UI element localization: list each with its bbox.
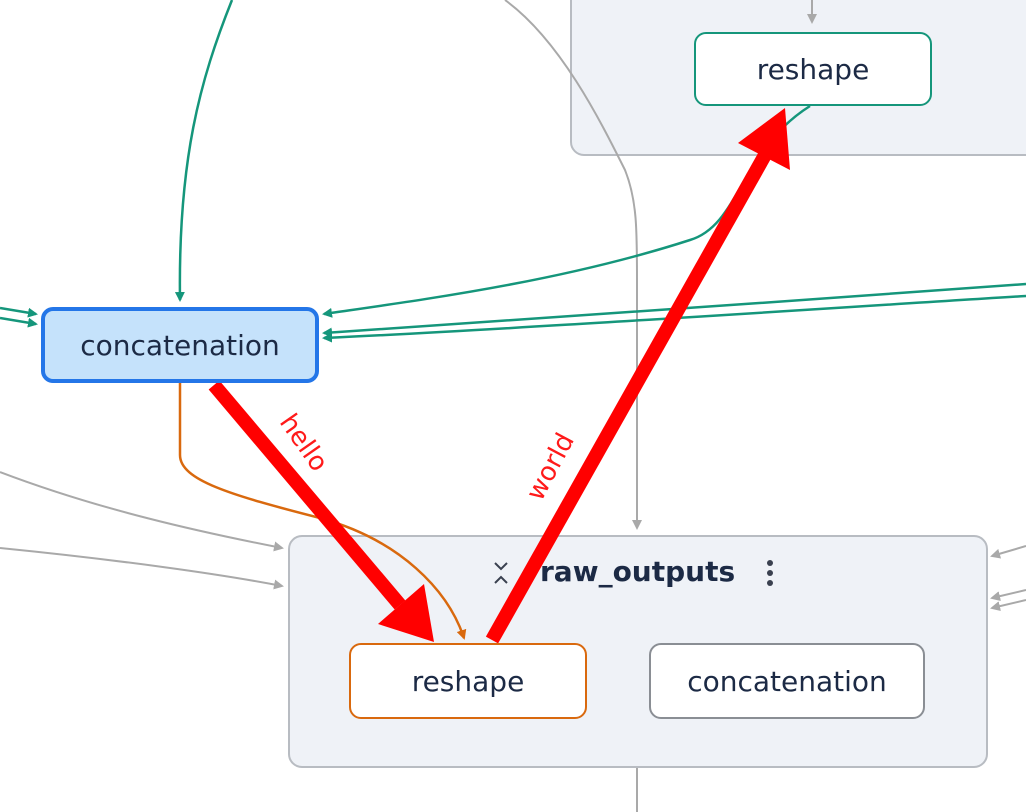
red-arrowhead-world [738,108,790,170]
edge-gray [990,589,1026,602]
node-concatenation-inner[interactable]: concatenation [649,643,925,719]
node-concatenation-selected[interactable]: concatenation [41,307,319,383]
red-arrow-world [485,151,772,644]
edge-gray [0,471,284,552]
unfold-less-icon[interactable] [490,558,512,588]
node-reshape-top[interactable]: reshape [694,32,932,106]
edge-green [174,0,234,302]
red-arrow-hello [208,380,406,610]
group-title: raw_outputs [540,555,736,588]
edge-gray [990,545,1026,559]
edge-gray [990,599,1026,612]
edge-gray [0,547,284,590]
node-reshape-inner[interactable]: reshape [349,643,587,719]
edge-green [0,316,38,328]
edge-green [322,294,1026,343]
edge-gray [504,0,642,530]
red-arrowhead-hello [378,584,434,642]
more-vertical-icon[interactable] [760,558,780,588]
edge-green [322,282,1026,338]
edge-green [0,306,38,318]
